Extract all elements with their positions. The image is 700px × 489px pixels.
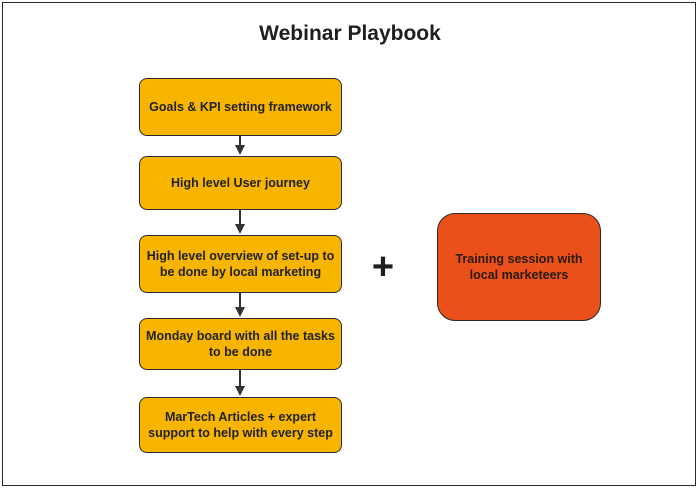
training-label: Training session with local marketeers [455, 252, 583, 282]
step-label: High level User journey [171, 176, 310, 190]
step-monday-board: Monday board with all the tasks to be do… [139, 318, 342, 370]
step-label: MarTech Articles + expert support to hel… [148, 410, 333, 440]
step-user-journey: High level User journey [139, 156, 342, 210]
training-session-box: Training session with local marketeers [437, 213, 601, 321]
step-martech-articles: MarTech Articles + expert support to hel… [139, 397, 342, 453]
plus-icon: + [371, 246, 395, 288]
step-goals-kpi: Goals & KPI setting framework [139, 78, 342, 136]
step-setup-overview: High level overview of set-up to be done… [139, 235, 342, 293]
step-label: Monday board with all the tasks to be do… [146, 329, 335, 359]
step-label: High level overview of set-up to be done… [146, 249, 335, 279]
diagram-title: Webinar Playbook [259, 22, 441, 45]
step-label: Goals & KPI setting framework [149, 100, 332, 114]
